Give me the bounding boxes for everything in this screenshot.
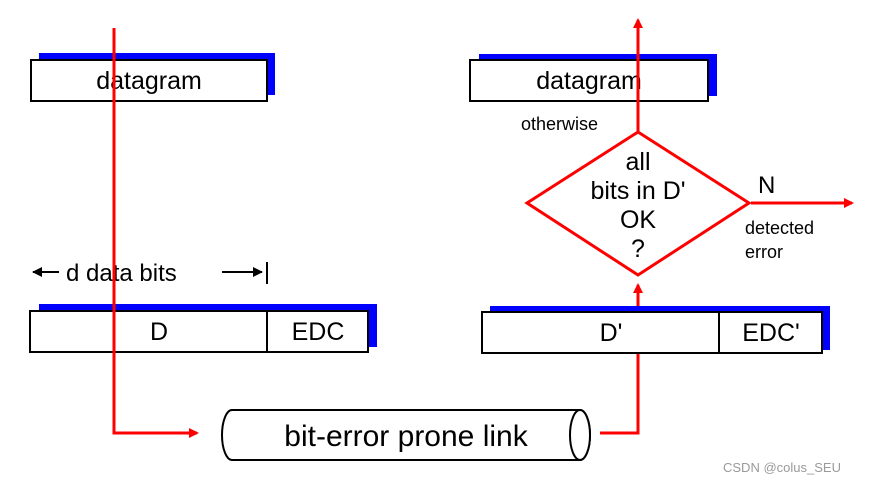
link-label: bit-error prone link xyxy=(284,420,528,453)
sender-datagram-label: datagram xyxy=(96,67,202,95)
receiver-datagram-box: datagram xyxy=(469,54,717,102)
decision-line-4: ? xyxy=(631,235,645,263)
otherwise-label: otherwise xyxy=(521,114,598,134)
link-pipe: bit-error prone link xyxy=(221,409,591,461)
watermark: CSDN @colus_SEU xyxy=(723,460,841,475)
receiver-frame-box: D' EDC' xyxy=(481,306,830,354)
decision-line-3: OK xyxy=(620,206,656,234)
sender-bits-span: d data bits xyxy=(32,260,268,287)
sender-datagram-frame xyxy=(30,59,268,102)
receiver-edc-label: EDC' xyxy=(742,319,800,347)
no-label: N xyxy=(758,172,775,199)
decision-diamond: all bits in D' OK ? xyxy=(524,130,752,277)
sender-frame-box: D EDC xyxy=(29,304,377,353)
sender-data-label: D xyxy=(150,318,168,346)
sender-bits-label: d data bits xyxy=(66,260,177,287)
decision-diamond-shape xyxy=(524,130,752,277)
link-pipe-end xyxy=(569,409,591,461)
sender-flow-line xyxy=(112,28,199,438)
decision-line-1: all xyxy=(625,148,650,176)
detected-error-line-1: detected xyxy=(745,218,814,238)
detected-error-line-2: error xyxy=(745,242,783,262)
receiver-data-label: D' xyxy=(600,319,623,347)
sender-edc-label: EDC xyxy=(292,318,345,346)
sender-frame-outline xyxy=(29,310,369,353)
receiver-frame-outline xyxy=(481,311,823,354)
sender-datagram-box: datagram xyxy=(30,53,275,102)
decision-line-2: bits in D' xyxy=(590,177,685,205)
receiver-datagram-label: datagram xyxy=(536,67,642,95)
receiver-datagram-frame xyxy=(469,59,709,102)
